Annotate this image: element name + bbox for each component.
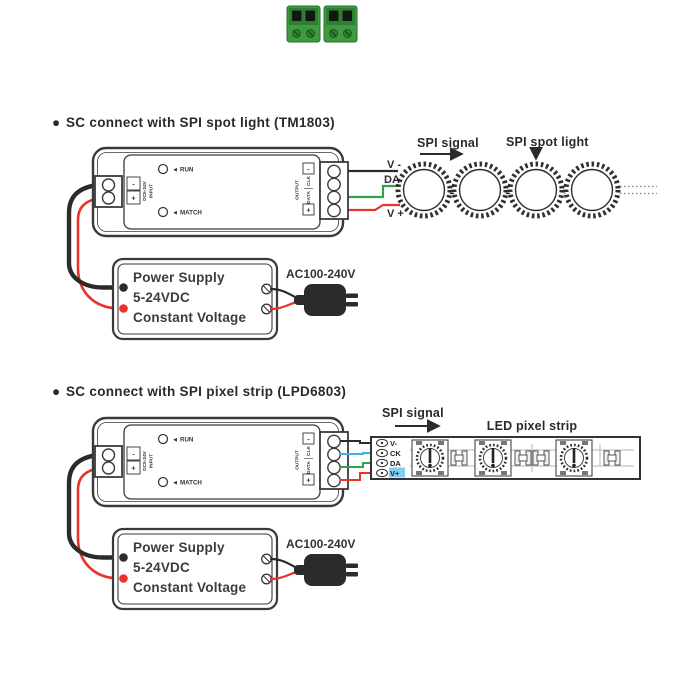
run-arrow-icon: ◄ (172, 167, 178, 174)
ps-line1: Power Supply (133, 540, 225, 555)
spi-signal-label: SPI signal (382, 406, 444, 420)
match-label: MATCH (180, 480, 202, 487)
ps-line3: Constant Voltage (133, 310, 246, 325)
spi-spot-light (454, 164, 506, 216)
strip-pads (376, 438, 388, 478)
wire-data (340, 184, 399, 199)
input-plus: + (131, 194, 136, 203)
power-supply-1-labels: Power Supply 5-24VDC Constant Voltage AC… (133, 267, 355, 325)
input-minus: - (132, 450, 135, 459)
output-minus: - (307, 435, 310, 444)
output-clk-label: CLK (306, 446, 312, 456)
match-arrow-icon: ◄ (172, 210, 178, 217)
input-voltage-label: DC5-24V (142, 180, 148, 201)
spot-light-label: SPI spot light (506, 135, 589, 149)
output-clk-label: CLK (306, 176, 312, 186)
output-label: OUTPUT (295, 450, 301, 470)
run-label: RUN (180, 437, 194, 444)
wire-v-plus (340, 203, 400, 212)
power-supply-2-labels: Power Supply 5-24VDC Constant Voltage AC… (133, 537, 355, 595)
section1-title: SC connect with SPI spot light (TM1803) (66, 115, 335, 130)
v-plus-highlight (389, 467, 405, 478)
ps-line2: 5-24VDC (133, 560, 190, 575)
pixel-led-module (410, 438, 450, 478)
input-label: INPUT (149, 454, 155, 468)
run-label: RUN (180, 167, 194, 174)
ac-voltage-label: AC100-240V (286, 267, 355, 281)
pixel-led-module (473, 438, 513, 478)
bullet-icon: ● (52, 384, 60, 399)
wire-label-da: DA (384, 174, 400, 186)
spi-signal-label: SPI signal (417, 136, 479, 150)
controller-1-labels: ◄ RUN ◄ MATCH - + DC5-24V INPUT OUTPUT C… (131, 165, 312, 217)
pixel-strip-label: LED pixel strip (487, 419, 578, 433)
wire-v-minus (340, 440, 375, 444)
match-arrow-icon: ◄ (172, 480, 178, 487)
wire-data (340, 462, 375, 468)
wire-label-v-minus: V - (387, 159, 401, 171)
output-plus: + (306, 206, 311, 215)
led-pixel-strip: V- CK DA V+ (370, 436, 641, 480)
ps-line2: 5-24VDC (133, 290, 190, 305)
wire-clock (340, 452, 375, 455)
bullet-icon: ● (52, 115, 60, 130)
spi-spot-light (566, 164, 618, 216)
output-label: OUTPUT (295, 180, 301, 200)
input-label: INPUT (149, 184, 155, 198)
input-plus: + (131, 464, 136, 473)
pad-label-da: DA (390, 459, 401, 468)
output-minus: - (307, 165, 310, 174)
spi-spot-light (398, 164, 450, 216)
output-data-label: DATA (306, 461, 312, 474)
pad-label-v-plus: V+ (390, 469, 400, 478)
output-data-label: DATA (306, 191, 312, 204)
pad-label-v-minus: V- (390, 439, 398, 448)
wire-v-plus (340, 472, 375, 481)
terminal-block (323, 5, 358, 43)
input-minus: - (132, 180, 135, 189)
controller-2-labels: ◄ RUN ◄ MATCH - + DC5-24V INPUT OUTPUT C… (131, 435, 312, 487)
match-label: MATCH (180, 210, 202, 217)
run-arrow-icon: ◄ (172, 437, 178, 444)
spi-spot-light (510, 164, 562, 216)
pixel-led-module (554, 438, 594, 478)
ac-voltage-label: AC100-240V (286, 537, 355, 551)
output-plus: + (306, 476, 311, 485)
wire-label-v-plus: V + (387, 208, 404, 220)
section2-title: SC connect with SPI pixel strip (LPD6803… (66, 384, 346, 399)
pad-label-ck: CK (390, 449, 401, 458)
terminal-block (286, 5, 321, 43)
ps-line3: Constant Voltage (133, 580, 246, 595)
input-voltage-label: DC5-24V (142, 450, 148, 471)
ps-line1: Power Supply (133, 270, 225, 285)
